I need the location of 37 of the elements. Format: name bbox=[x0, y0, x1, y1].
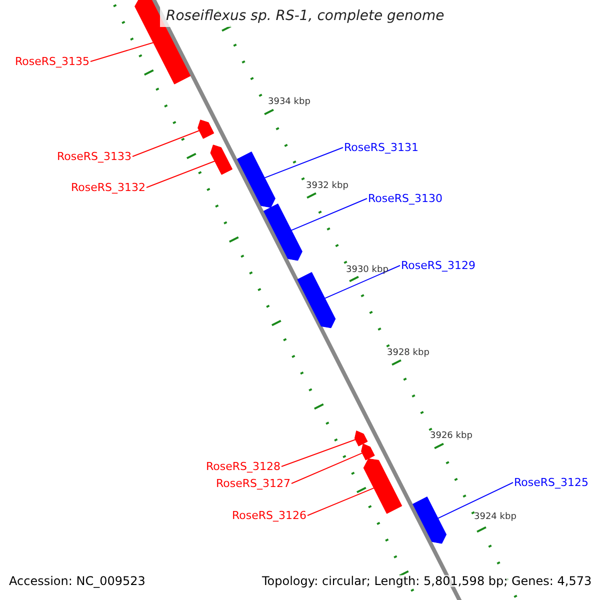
leader-line bbox=[291, 452, 363, 484]
scale-label: 3930 kbp bbox=[346, 266, 388, 275]
gene-label: RoseRS_3132 bbox=[71, 182, 146, 193]
leader-line bbox=[264, 147, 344, 178]
gene-bar bbox=[236, 152, 276, 208]
scale-label: 3924 kbp bbox=[474, 513, 516, 522]
gene-bar bbox=[412, 496, 447, 544]
leader-line bbox=[90, 42, 154, 62]
gene-bar bbox=[263, 204, 302, 261]
gene-label: RoseRS_3131 bbox=[344, 142, 418, 153]
gene-bar bbox=[354, 430, 368, 446]
gene-label: RoseRS_3128 bbox=[206, 461, 280, 472]
gene-label: RoseRS_3130 bbox=[368, 193, 442, 204]
leader-line bbox=[132, 130, 200, 157]
leader-line bbox=[307, 488, 374, 516]
gene-label: RoseRS_3129 bbox=[401, 260, 476, 271]
gene-bar bbox=[297, 272, 336, 328]
accession-text: Accession: NC_009523 bbox=[9, 575, 146, 587]
gene-label: RoseRS_3135 bbox=[15, 56, 90, 67]
gene-label: RoseRS_3133 bbox=[57, 151, 132, 162]
leader-line bbox=[146, 160, 216, 188]
leader-line bbox=[324, 265, 400, 299]
leader-line bbox=[290, 198, 368, 231]
gene-bar bbox=[361, 444, 375, 460]
scale-label: 3926 kbp bbox=[430, 432, 472, 441]
gene-label: RoseRS_3127 bbox=[216, 478, 290, 489]
gene-label: RoseRS_3126 bbox=[232, 510, 306, 521]
gene-bar bbox=[210, 144, 233, 175]
gene-bar bbox=[198, 120, 214, 139]
gene-label: RoseRS_3125 bbox=[514, 477, 588, 488]
gene-bar bbox=[363, 458, 402, 514]
leader-line bbox=[281, 439, 356, 467]
scale-label: 3934 kbp bbox=[268, 98, 310, 107]
genome-summary: Topology: circular; Length: 5,801,598 bp; Genes: 4,573 bbox=[262, 575, 592, 587]
leader-line bbox=[438, 482, 514, 519]
scale-label: 3928 kbp bbox=[387, 349, 430, 358]
scale-label: 3932 kbp bbox=[306, 182, 348, 191]
